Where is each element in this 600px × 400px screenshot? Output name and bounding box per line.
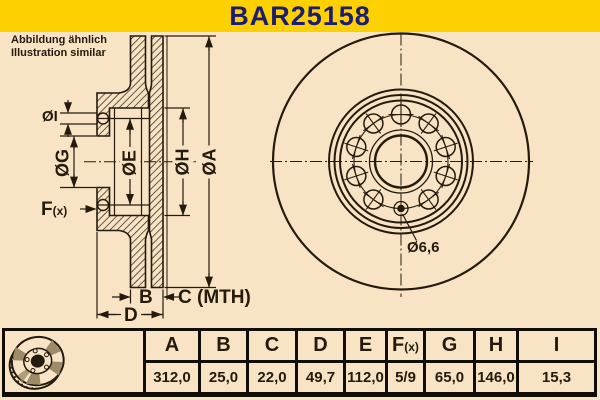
locating-hole bbox=[393, 200, 418, 241]
label-f: F(x) bbox=[41, 199, 68, 220]
similarity-note: Abbildung ähnlich Illustration similar bbox=[11, 34, 107, 59]
spec-header-b: B bbox=[201, 331, 246, 360]
spec-header-d: D bbox=[298, 331, 343, 360]
spec-header-f: F(x) bbox=[388, 331, 423, 360]
label-c-mth: C (MTH) bbox=[178, 287, 251, 308]
label-dia-g: ØG bbox=[52, 148, 73, 178]
note-line-english: Illustration similar bbox=[11, 46, 106, 59]
spec-value-i: 15,3 bbox=[519, 363, 594, 392]
title-bar: BAR25158 bbox=[0, 0, 600, 32]
spec-header-g: G bbox=[426, 331, 473, 360]
spec-header-e: E bbox=[346, 331, 385, 360]
spec-value-g: 65,0 bbox=[426, 363, 473, 392]
spec-table: A B C D E F(x) G H I 312,0 25,0 22,0 49,… bbox=[2, 328, 597, 397]
spec-value-a: 312,0 bbox=[146, 363, 198, 392]
label-dia-i: ØI bbox=[42, 108, 58, 125]
spec-value-c: 22,0 bbox=[249, 363, 295, 392]
brake-disc-thumbnail bbox=[5, 331, 143, 392]
spec-header-h: H bbox=[476, 331, 516, 360]
centre-bore-circle bbox=[373, 134, 429, 189]
front-view bbox=[270, 32, 533, 297]
spec-value-f: 5/9 bbox=[388, 363, 423, 392]
spec-header-a: A bbox=[146, 331, 198, 360]
hat-section-bottom bbox=[96, 186, 150, 289]
label-dia-a: ØA bbox=[199, 145, 221, 178]
spec-value-d: 49,7 bbox=[298, 363, 343, 392]
spec-value-h: 146,0 bbox=[476, 363, 516, 392]
label-dia-e: ØE bbox=[119, 146, 141, 180]
cross-section-view bbox=[84, 35, 198, 289]
spec-value-b: 25,0 bbox=[201, 363, 246, 392]
label-hole-diameter: Ø6,6 bbox=[407, 239, 440, 256]
label-d: D bbox=[121, 305, 141, 327]
brake-disc-icon bbox=[8, 335, 65, 390]
label-b: B bbox=[139, 287, 153, 308]
spec-value-e: 112,0 bbox=[346, 363, 385, 392]
label-dia-h: ØH bbox=[172, 145, 194, 178]
note-line-german: Abbildung ähnlich bbox=[11, 34, 107, 46]
spec-header-i: I bbox=[519, 331, 594, 360]
spec-header-c: C bbox=[249, 331, 295, 360]
part-number-title: BAR25158 bbox=[229, 1, 371, 31]
wheel-bolt-holes bbox=[344, 102, 458, 210]
outer-diameter-circle bbox=[271, 32, 531, 291]
inboard-plate-section bbox=[148, 35, 164, 289]
hat-section-top bbox=[96, 35, 150, 137]
